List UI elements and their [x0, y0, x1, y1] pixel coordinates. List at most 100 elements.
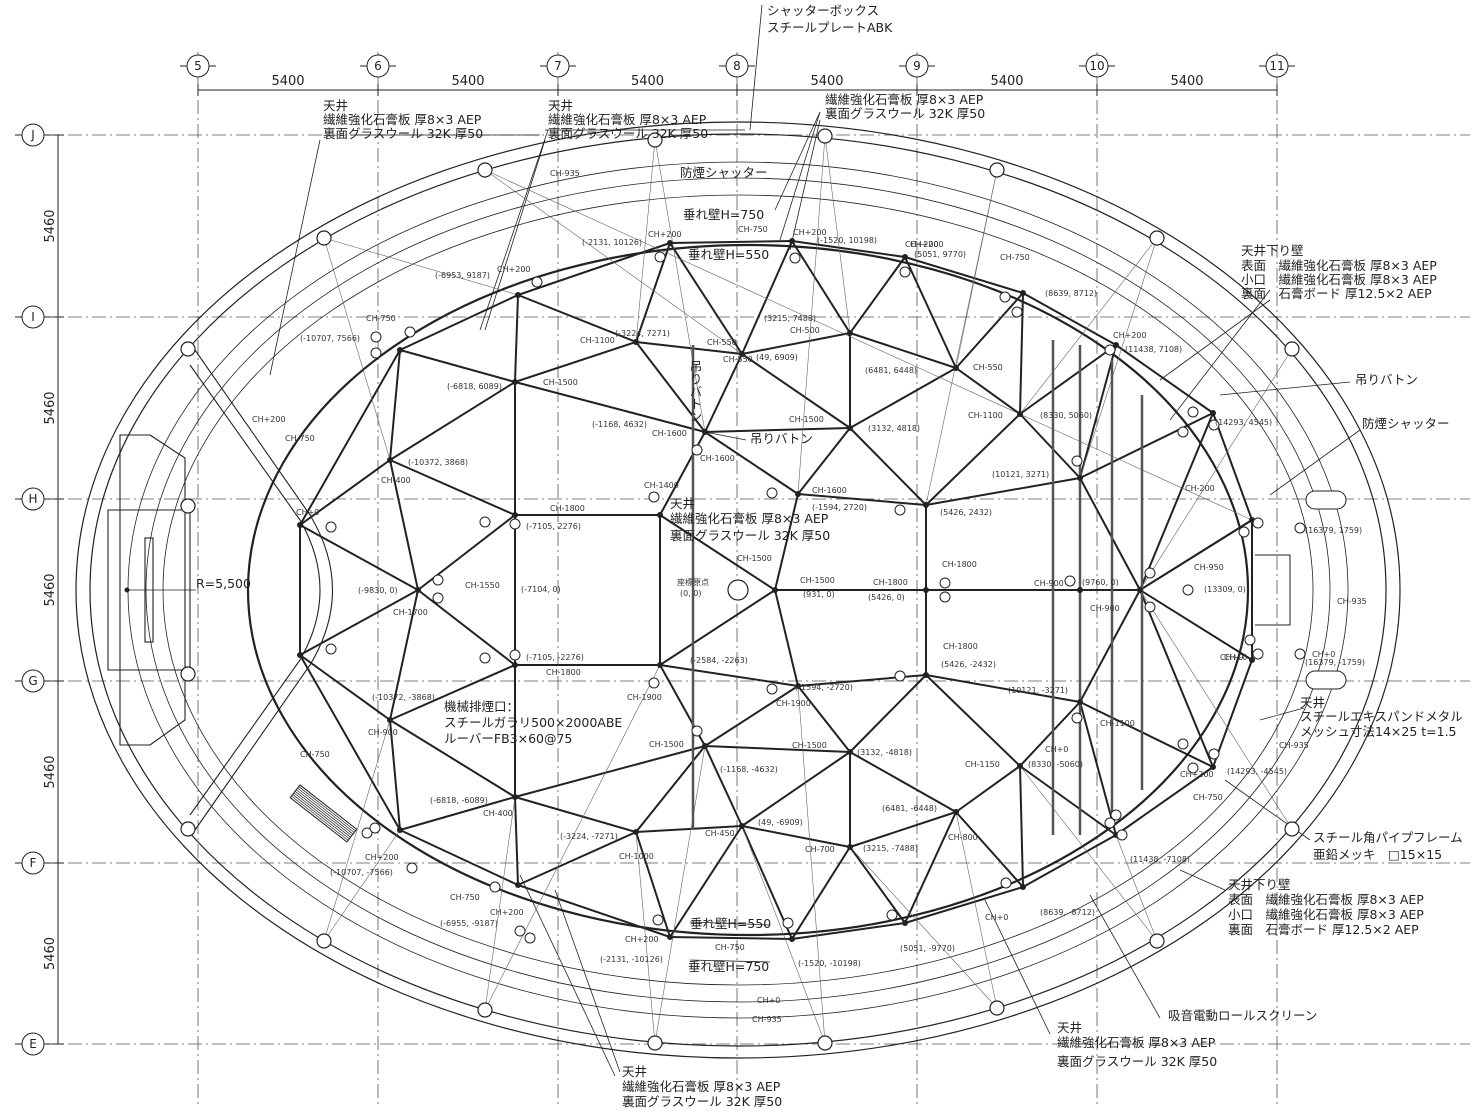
- steel-frame-line1: スチール角パイプフレーム: [1313, 830, 1463, 845]
- mesh-member: [514, 341, 637, 383]
- ceiling-height-label: CH-1100: [1100, 719, 1135, 728]
- ceiling-height-label: CH-1800: [942, 560, 977, 569]
- hanger-point: [648, 491, 660, 503]
- ceiling-height-label: CH-950: [1194, 563, 1224, 572]
- mesh-member: [1115, 766, 1214, 836]
- mesh-node: [512, 662, 518, 668]
- mesh-member: [1019, 344, 1117, 415]
- leader-line: [1259, 707, 1305, 721]
- grille-louver: [292, 794, 350, 840]
- grille-louver: [297, 787, 355, 833]
- mesh-member: [514, 796, 519, 886]
- ceiling-height-label: CH+0: [1312, 650, 1335, 659]
- smoke-shutter-right: 防煙シャッター: [1362, 416, 1450, 431]
- hanger-point: [886, 909, 898, 921]
- ceiling-height-label: CH-1500: [800, 576, 835, 585]
- mesh-node: [847, 844, 853, 850]
- hanger-point: [1294, 648, 1306, 660]
- mesh-node: [739, 823, 745, 829]
- mesh-node: [923, 672, 929, 678]
- node-coordinate-label: (16379, -1759): [1305, 658, 1365, 667]
- mesh-member: [517, 831, 637, 886]
- node-coordinate-label: (11438, 7108): [1125, 345, 1182, 354]
- hanger-line: [635, 831, 656, 1044]
- mesh-member: [299, 654, 401, 831]
- drop-wall-top-line1: 天井下り壁: [1241, 243, 1304, 258]
- ceiling-height-label: CH-1550: [465, 581, 500, 590]
- hanger-point: [766, 683, 778, 695]
- mesh-member: [514, 381, 706, 433]
- ceiling-height-label: CH-550: [707, 338, 737, 347]
- ceiling-height-label: CH+0: [1220, 653, 1243, 662]
- ceiling-height-label: CH-1900: [627, 693, 662, 702]
- ceiling-height-label: CH-800: [948, 833, 978, 842]
- mesh-member: [389, 664, 516, 721]
- ceiling-height-label: CH-935: [1279, 741, 1309, 750]
- hanger-line: [484, 169, 743, 355]
- hanger-line: [1139, 589, 1293, 830]
- mesh-member: [514, 745, 706, 798]
- node-coordinate-label: (49, 6909): [756, 353, 798, 362]
- hanging-wall-750-top: 垂れ壁H=750: [683, 207, 764, 222]
- mesh-node: [387, 457, 393, 463]
- grid-label-row: H: [28, 492, 37, 506]
- ceiling-height-label: CH-1600: [812, 486, 847, 495]
- node-coordinate-label: (-1168, -4632): [720, 765, 778, 774]
- ceiling-height-label: CH+200: [497, 265, 531, 274]
- shutter-box-outline: [1255, 554, 1291, 626]
- ceiling-exp-line2: スチールエキスパンドメタル: [1300, 709, 1463, 724]
- ceiling-height-label: CH-1800: [873, 578, 908, 587]
- leader-line: [774, 111, 821, 211]
- ceiling-height-label: CH-700: [805, 845, 835, 854]
- stage-box-outer: [119, 434, 186, 746]
- ceiling-height-label: CH+0: [296, 508, 319, 517]
- ceiling-height-label: CH-1600: [652, 429, 687, 438]
- node-coordinate-label: (8639, -8712): [1040, 908, 1095, 917]
- hanger-point: [1244, 634, 1256, 646]
- leader-line: [789, 119, 821, 251]
- dim-left-label: 5460: [43, 755, 58, 788]
- hanger-point: [782, 917, 794, 929]
- hanger-point: [531, 276, 543, 288]
- node-coordinate-label: (3215, -7488): [863, 844, 918, 853]
- ceiling-tl-line2: 繊維強化石膏板 厚8×3 AEP: [323, 112, 482, 127]
- mesh-member: [514, 796, 637, 833]
- grille-louver: [291, 795, 349, 841]
- grille-louver: [293, 792, 351, 838]
- ceiling-height-label: CH+0: [757, 996, 780, 1005]
- node-coordinate-label: (14293, -4545): [1227, 767, 1287, 776]
- mesh-member: [1079, 412, 1214, 479]
- mesh-member: [389, 459, 516, 516]
- grid-label-col: 5: [194, 59, 202, 73]
- ceiling-height-label: CH-1150: [965, 760, 1000, 769]
- mesh-member: [399, 829, 519, 886]
- hanger-line: [484, 169, 1253, 521]
- mesh-member: [774, 493, 799, 591]
- mesh-member: [514, 294, 519, 383]
- mesh-member: [704, 353, 743, 433]
- stage-edge-outer: [194, 349, 333, 831]
- leader-line: [554, 889, 621, 1073]
- hanger-line: [1019, 765, 1158, 942]
- mesh-member: [1019, 701, 1081, 767]
- ceiling-height-label: CH-1000: [619, 852, 654, 861]
- ceiling-height-label: CH-1900: [776, 699, 811, 708]
- mesh-member: [791, 240, 906, 258]
- mesh-boundary: [246, 243, 1250, 937]
- leader-line: [484, 139, 546, 331]
- ceiling-exp-line3: メッシュ寸法14×25 t=1.5: [1300, 724, 1457, 739]
- mesh-member: [1019, 765, 1024, 888]
- grid-label-row: G: [28, 674, 37, 688]
- node-coordinate-label: (-2131, -10126): [600, 955, 663, 964]
- node-coordinate-label: (10121, -3271): [1008, 686, 1068, 695]
- mesh-member: [955, 811, 1024, 888]
- ceiling-height-label: CH-1100: [968, 411, 1003, 420]
- ceiling-height-label: CH-200: [1185, 484, 1215, 493]
- ceiling-height-label: CH-900: [1034, 579, 1064, 588]
- node-coordinate-label: (-10707, 7566): [300, 334, 360, 343]
- mesh-member: [741, 332, 851, 355]
- grille-frame: [289, 784, 358, 843]
- mesh-member: [299, 654, 391, 721]
